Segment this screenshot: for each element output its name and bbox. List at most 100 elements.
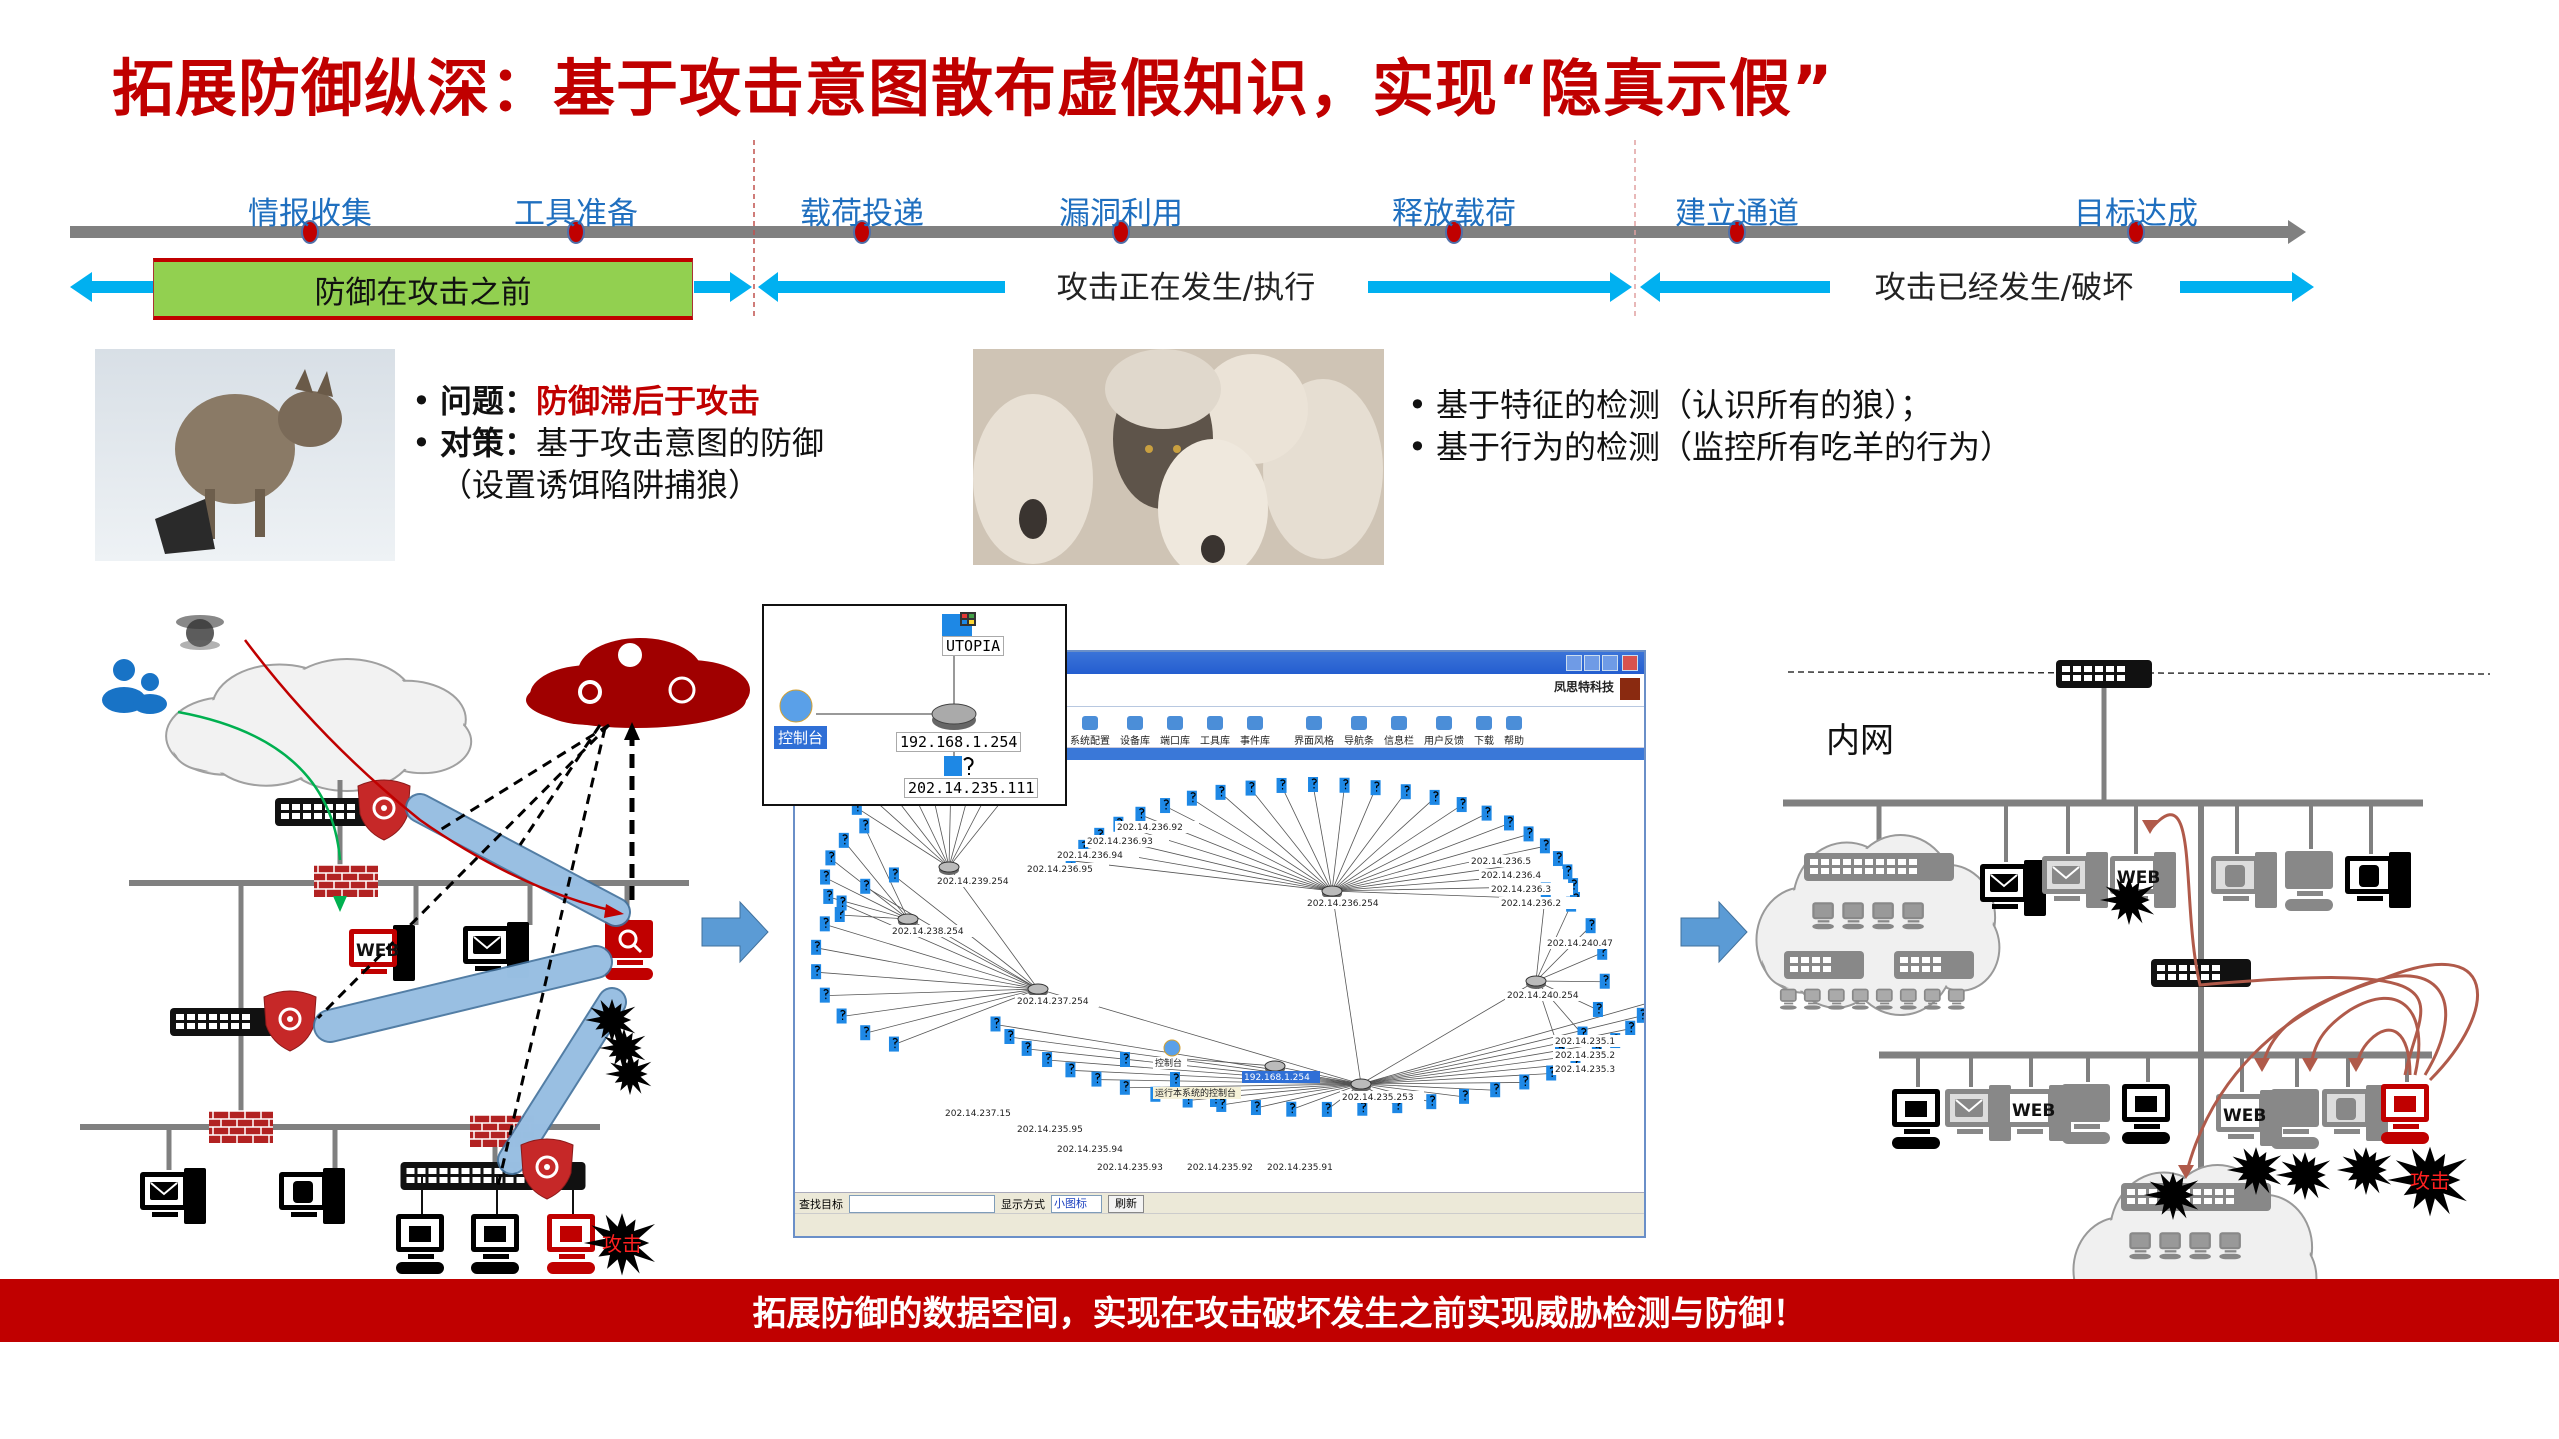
explosion-icon <box>2226 1147 2282 1195</box>
router-label: 192.168.1.254 <box>1244 1073 1310 1083</box>
topology-link <box>1331 791 1407 892</box>
server-node-icon[interactable] <box>1552 851 1563 867</box>
server-node-icon[interactable] <box>1215 784 1226 800</box>
router-node-icon[interactable] <box>938 861 960 875</box>
router-node-icon[interactable] <box>897 913 919 927</box>
search-target-input[interactable] <box>849 1194 995 1213</box>
server-node-icon[interactable] <box>1186 790 1197 806</box>
server-node-icon[interactable] <box>820 869 831 885</box>
server-node-icon[interactable] <box>1339 777 1350 793</box>
question-mark-icon <box>1254 1101 1260 1112</box>
server-node-icon[interactable] <box>1539 838 1550 854</box>
toolbar-button[interactable]: 工具库 <box>1200 716 1230 747</box>
server-node-icon[interactable] <box>1004 1028 1015 1044</box>
toolbar-icon <box>1391 716 1407 730</box>
server-node-icon[interactable] <box>1042 1052 1053 1068</box>
server-node-icon[interactable] <box>1245 780 1256 796</box>
server-node-icon[interactable] <box>1276 777 1287 793</box>
server-node-icon[interactable] <box>819 987 830 1003</box>
display-mode-select[interactable]: 小图标 <box>1051 1194 1102 1213</box>
router-node-icon[interactable] <box>1350 1078 1372 1092</box>
toolbar-button[interactable]: 用户反馈 <box>1424 716 1464 747</box>
server-node-icon[interactable] <box>1216 1096 1227 1112</box>
server-node-icon[interactable] <box>888 867 899 883</box>
toolbar-icon <box>1207 716 1223 730</box>
refresh-button[interactable]: 刷新 <box>1108 1194 1144 1213</box>
server-node-icon[interactable] <box>860 878 871 894</box>
server-node-icon[interactable] <box>836 1008 847 1024</box>
server-node-icon[interactable] <box>1585 918 1596 934</box>
flow-arrow-icon <box>701 900 769 964</box>
router-node-icon[interactable] <box>1525 975 1547 989</box>
toolbar-button[interactable]: 信息栏 <box>1384 716 1414 747</box>
server-node-icon[interactable] <box>1321 1101 1332 1117</box>
maximize-button[interactable] <box>1602 655 1618 671</box>
server-node-icon[interactable] <box>1568 878 1579 894</box>
server-node-icon[interactable] <box>1400 784 1411 800</box>
server-node-icon[interactable] <box>836 895 847 911</box>
toolbar-button[interactable]: 端口库 <box>1160 716 1190 747</box>
server-node-icon[interactable] <box>1135 806 1146 822</box>
server-node-icon[interactable] <box>888 1036 899 1052</box>
server-node-icon[interactable] <box>838 832 849 848</box>
server-node-icon[interactable] <box>1519 1074 1530 1090</box>
server-node-icon[interactable] <box>1170 1072 1180 1087</box>
server-node-icon[interactable] <box>1636 1007 1644 1023</box>
server-node-icon[interactable] <box>1429 789 1440 805</box>
hub-label-bg <box>1505 989 1589 1001</box>
server-node-icon[interactable] <box>1490 1082 1501 1098</box>
minimize-button[interactable] <box>1566 655 1582 671</box>
node-label: 202.14.235.91 <box>1267 1163 1333 1173</box>
toolbar-button[interactable]: 帮助 <box>1504 716 1524 747</box>
toolbar-button[interactable]: 导航条 <box>1344 716 1374 747</box>
toolbar-button[interactable]: 界面风格 <box>1294 716 1334 747</box>
server-node-icon[interactable] <box>1523 826 1534 842</box>
toolbar-button[interactable]: 设备库 <box>1120 716 1150 747</box>
server-node-icon[interactable] <box>1120 1052 1130 1067</box>
server-node-icon[interactable] <box>1426 1094 1437 1110</box>
server-node-icon[interactable] <box>1562 864 1573 880</box>
server-node-icon[interactable] <box>1065 1062 1076 1078</box>
server-node-icon[interactable] <box>1504 815 1515 831</box>
server-node-icon[interactable] <box>1021 1040 1032 1056</box>
server-node-icon[interactable] <box>1481 805 1492 821</box>
toolbar-button[interactable]: 事件库 <box>1240 716 1270 747</box>
console-globe-icon[interactable] <box>1163 1039 1181 1057</box>
server-node-icon[interactable] <box>1459 1088 1470 1104</box>
toolbar-button[interactable]: 系统配置 <box>1070 716 1110 747</box>
server-node-icon[interactable] <box>990 1016 1001 1032</box>
server-node-icon[interactable] <box>859 818 870 834</box>
server-node-icon[interactable] <box>811 964 822 980</box>
server-node-icon[interactable] <box>823 888 834 904</box>
server-node-icon[interactable] <box>819 916 830 932</box>
server-node-icon[interactable] <box>1625 1020 1636 1036</box>
question-mark-icon <box>1433 791 1439 802</box>
tunnel-icon <box>313 945 613 1043</box>
server-node-icon[interactable] <box>1250 1100 1261 1116</box>
server-node-icon[interactable] <box>1370 780 1381 796</box>
server-node-icon[interactable] <box>860 1025 871 1041</box>
close-button[interactable] <box>1622 655 1638 671</box>
toolbar-label: 下载 <box>1474 736 1494 747</box>
strategy-text: 基于攻击意图的防御 <box>536 424 825 462</box>
server-node-icon[interactable] <box>1456 797 1467 813</box>
toolbar-button[interactable]: 下载 <box>1474 716 1494 747</box>
server-icon <box>944 756 974 776</box>
server-node-icon[interactable] <box>1308 777 1319 793</box>
server-node-icon[interactable] <box>1592 1001 1603 1017</box>
server-node-icon[interactable] <box>1119 1079 1130 1095</box>
switch-icon <box>2151 959 2251 987</box>
restore-button[interactable] <box>1584 655 1600 671</box>
server-node-icon[interactable] <box>811 939 822 955</box>
server-node-icon[interactable] <box>1091 1071 1102 1087</box>
server-node-icon[interactable] <box>825 850 836 866</box>
router-node-icon[interactable] <box>1027 983 1049 997</box>
question-mark-icon <box>1289 1103 1296 1114</box>
normal-traffic-arrowhead <box>333 896 347 912</box>
question-mark-icon <box>1460 798 1466 809</box>
console-tooltip: 运行本系统的控制台 <box>1155 1087 1236 1099</box>
router-node-icon[interactable] <box>1321 885 1343 899</box>
server-node-icon[interactable] <box>1286 1101 1297 1117</box>
server-node-icon[interactable] <box>1160 798 1171 814</box>
server-node-icon[interactable] <box>1599 973 1610 989</box>
